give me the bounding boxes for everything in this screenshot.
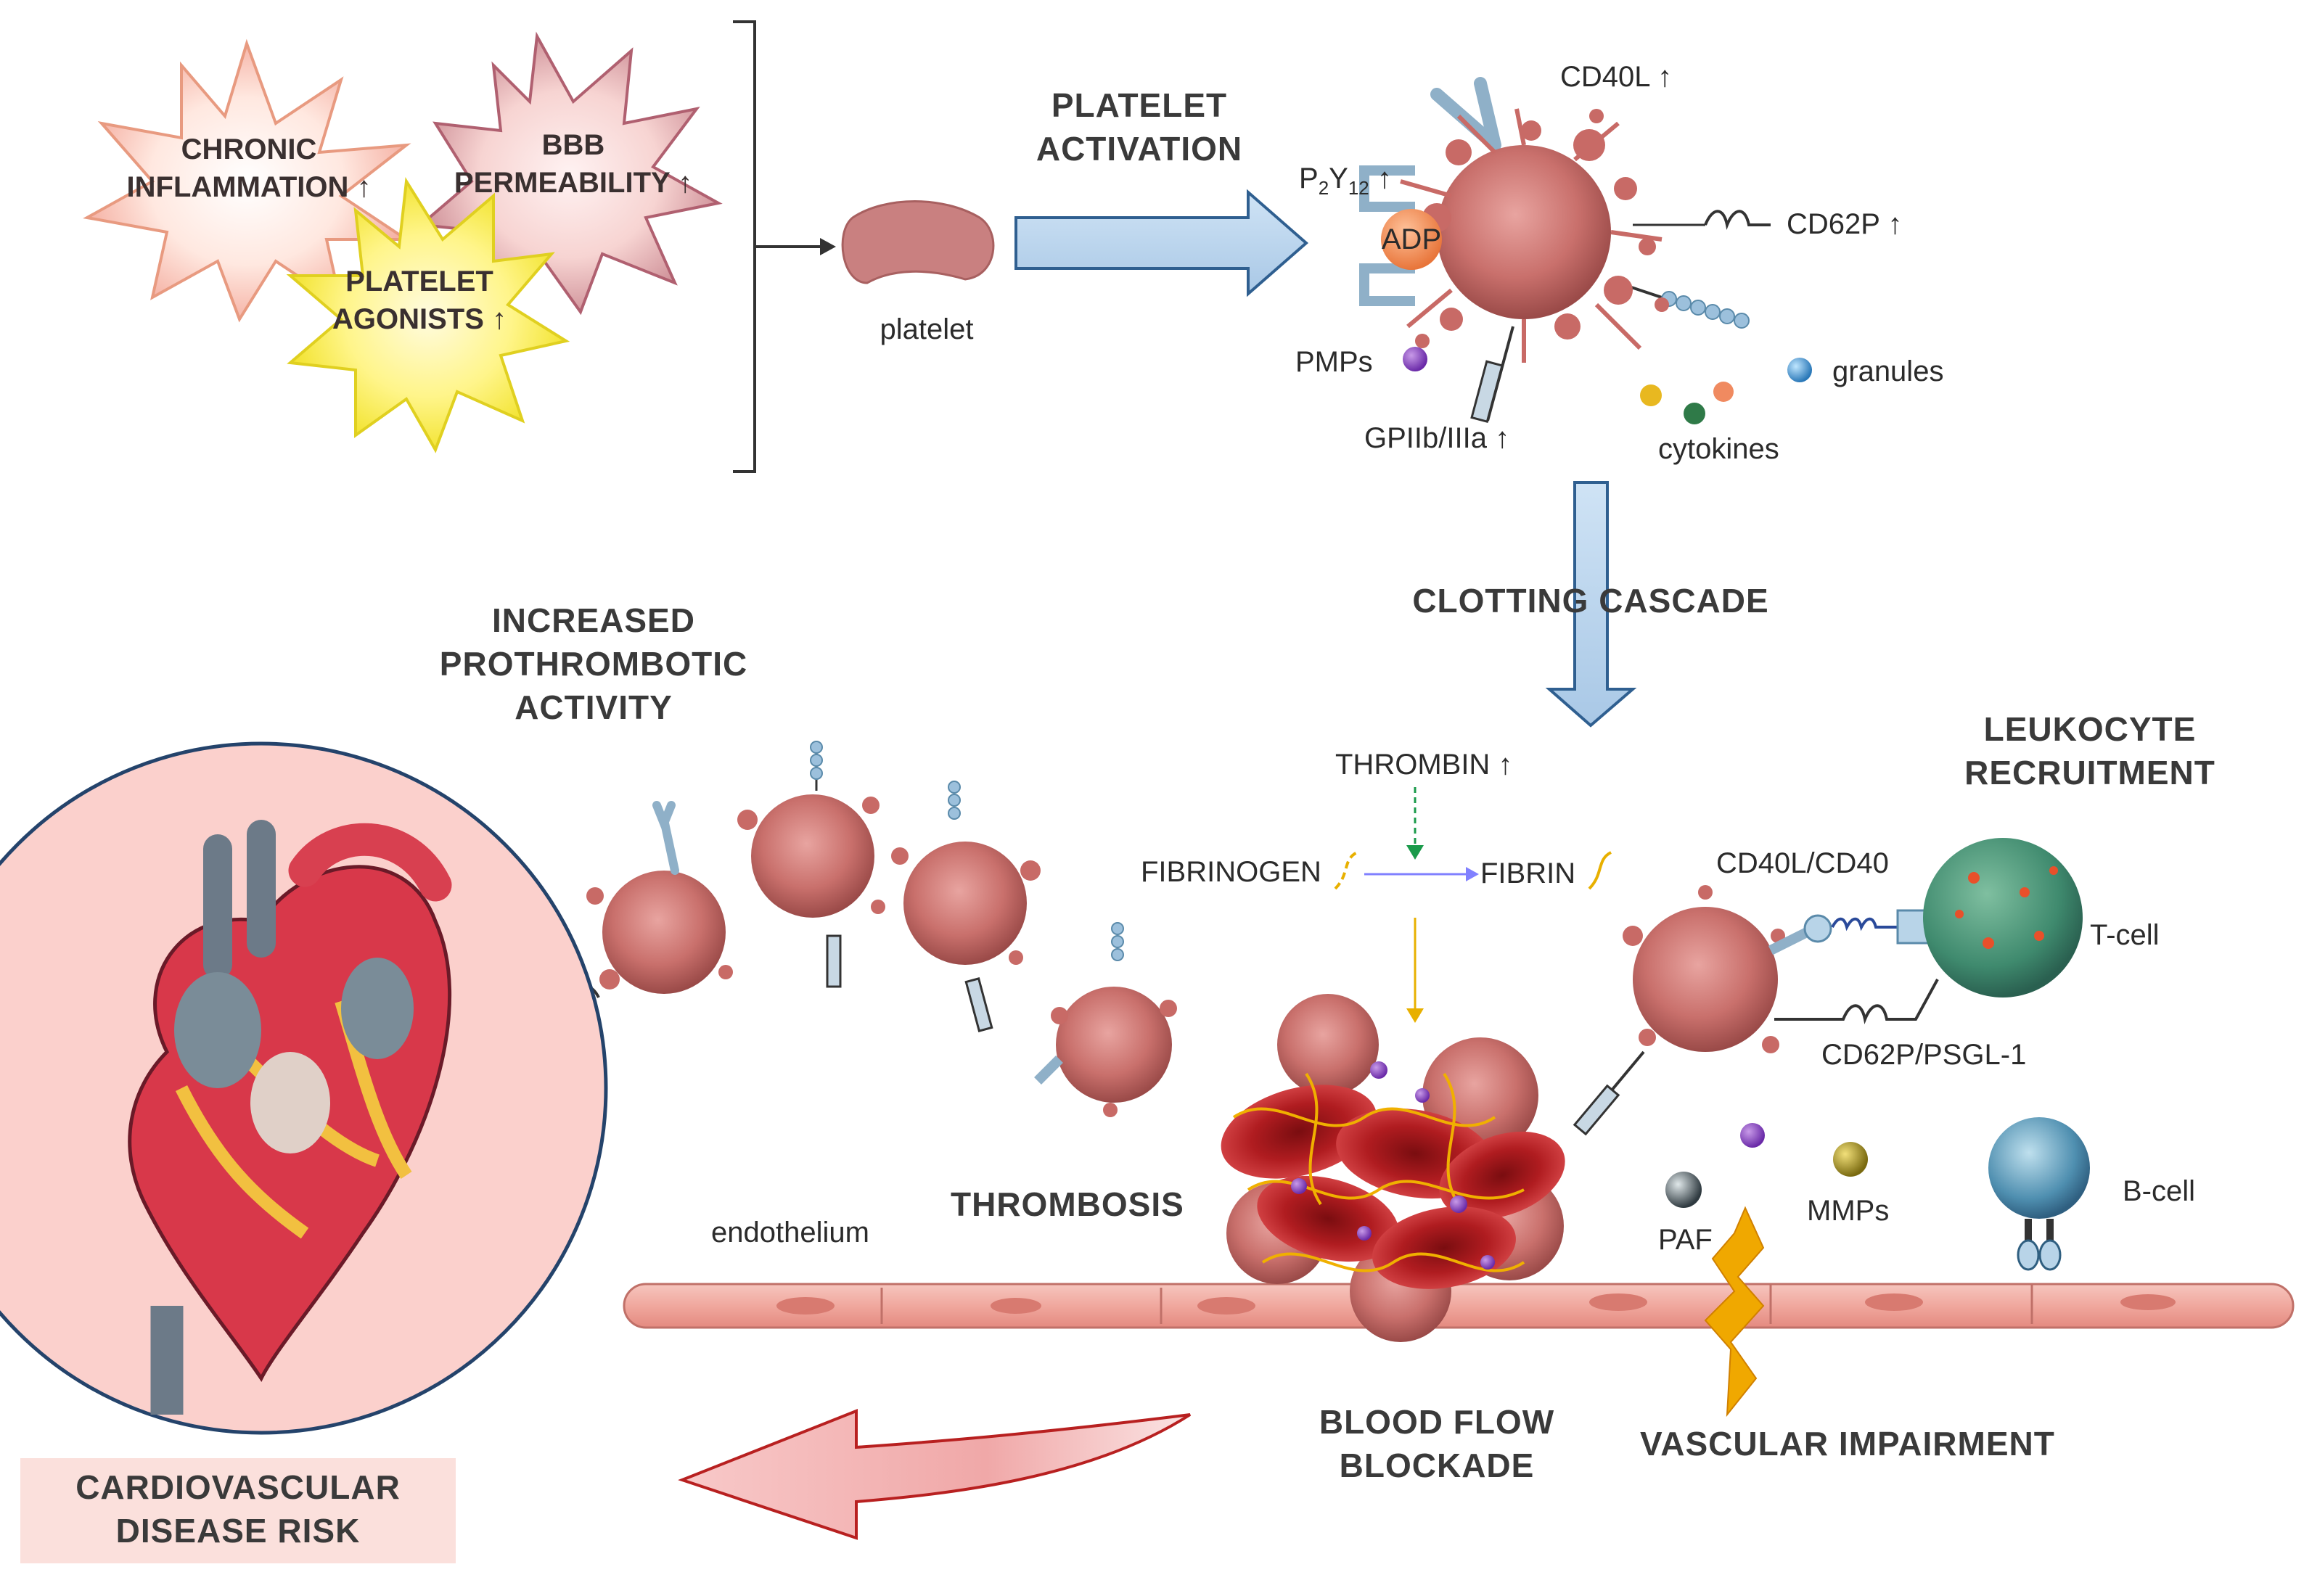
pmp-particle	[1403, 347, 1427, 371]
star-chronic-inflammation	[83, 38, 411, 323]
cytokine-particles	[1640, 382, 1734, 424]
label-gpiib-iiia: GPIIb/IIIa ↑	[1364, 422, 1510, 454]
label-mmps: MMPs	[1807, 1195, 1890, 1227]
label-chronic-line2: INFLAMMATION ↑	[126, 171, 372, 203]
label-platelet: platelet	[880, 313, 974, 345]
vascular-damage-bolt	[1704, 1206, 1765, 1418]
label-cvd-line2: DISEASE RISK	[115, 1512, 361, 1550]
thrombus	[1221, 994, 1565, 1342]
p2y12-sub2: 12	[1348, 177, 1369, 199]
label-granules: granules	[1832, 355, 1944, 387]
clotting-cascade-arrow	[1545, 481, 1637, 728]
label-paf: PAF	[1658, 1224, 1713, 1256]
label-bbb-permeability: BBB PERMEABILITY ↑	[454, 126, 692, 202]
label-vascular-impairment: VASCULAR IMPAIRMENT	[1640, 1425, 2055, 1463]
b-cell	[1988, 1117, 2090, 1271]
p2y12-base: P	[1299, 163, 1319, 194]
title-leukocyte-recruitment: LEUKOCYTE RECRUITMENT	[1964, 707, 2215, 794]
label-b-cell: B-cell	[2123, 1175, 2196, 1207]
label-bbb-line1: BBB	[541, 129, 605, 161]
title-prothrombotic-line2: PROTHROMBOTIC	[439, 645, 748, 683]
star-bbb-permeability	[417, 31, 723, 316]
label-thrombosis: THROMBOSIS	[951, 1185, 1184, 1223]
activation-arrow	[1014, 189, 1309, 297]
label-chronic-line1: CHRONIC	[181, 133, 317, 165]
fibrin-strand	[1588, 851, 1612, 890]
label-p2y12: P2Y12 ↑	[1299, 161, 1392, 205]
label-adp: ADP	[1381, 223, 1442, 255]
label-blockade-line1: BLOOD FLOW	[1319, 1403, 1555, 1441]
label-endothelium: endothelium	[711, 1217, 869, 1249]
label-pmps: PMPs	[1295, 346, 1373, 378]
title-activation-line2: ACTIVATION	[1036, 130, 1243, 168]
label-bbb-line2: PERMEABILITY ↑	[454, 167, 693, 199]
label-fibrinogen: FIBRINOGEN	[1141, 856, 1321, 888]
activated-platelet	[1359, 77, 1771, 424]
star-platelet-agonists	[286, 177, 570, 453]
pmp-particle-2	[1740, 1123, 1765, 1148]
label-cvd-risk: CARDIOVASCULAR DISEASE RISK	[75, 1465, 401, 1552]
title-leukocyte-line2: RECRUITMENT	[1964, 754, 2215, 791]
title-prothrombotic-line3: ACTIVITY	[514, 688, 673, 726]
title-clotting-cascade: CLOTTING CASCADE	[1412, 582, 1769, 620]
title-prothrombotic-line1: INCREASED	[492, 601, 695, 639]
p2y12-mid: Y	[1329, 163, 1348, 194]
endothelium-vessel	[623, 1283, 2295, 1329]
fibrinogen-strand	[1334, 851, 1358, 890]
label-t-cell: T-cell	[2090, 919, 2160, 951]
heart-illustration	[0, 741, 608, 1435]
title-platelet-activation: PLATELET ACTIVATION	[1036, 83, 1242, 170]
label-cd40l-cd40: CD40L/CD40	[1716, 847, 1889, 879]
prothrombotic-platelets	[554, 741, 1177, 1117]
label-cd40l: CD40L ↑	[1560, 61, 1673, 93]
resting-platelet	[841, 200, 995, 284]
label-agonists-line2: AGONISTS ↑	[332, 303, 507, 335]
mmp-particle	[1833, 1142, 1868, 1177]
label-cytokines: cytokines	[1658, 433, 1779, 465]
title-activation-line1: PLATELET	[1051, 86, 1228, 124]
label-fibrin: FIBRIN	[1480, 857, 1576, 889]
label-cd62p-psgl1: CD62P/PSGL-1	[1821, 1039, 2027, 1071]
cvd-label-box	[20, 1458, 456, 1563]
label-agonists-line1: PLATELET	[345, 266, 493, 297]
title-prothrombotic-activity: INCREASED PROTHROMBOTIC ACTIVITY	[440, 598, 747, 729]
grouping-bracket	[733, 20, 756, 473]
leukocyte-complex	[1573, 838, 2083, 1136]
label-blood-flow-blockade: BLOOD FLOW BLOCKADE	[1319, 1400, 1554, 1487]
label-thrombin: THROMBIN ↑	[1335, 749, 1513, 781]
p2y12-tail: ↑	[1369, 163, 1392, 194]
label-blockade-line2: BLOCKADE	[1339, 1447, 1535, 1484]
title-leukocyte-line1: LEUKOCYTE	[1983, 710, 2197, 748]
label-platelet-agonists: PLATELET AGONISTS ↑	[332, 263, 507, 338]
paf-particle	[1665, 1172, 1702, 1208]
label-cd62p: CD62P ↑	[1787, 208, 1903, 240]
granule-particle	[1787, 358, 1812, 382]
label-cvd-line1: CARDIOVASCULAR	[75, 1468, 401, 1506]
label-chronic-inflammation: CHRONIC INFLAMMATION ↑	[127, 131, 372, 206]
risk-arrow	[678, 1409, 1192, 1540]
p2y12-sub1: 2	[1318, 177, 1329, 199]
